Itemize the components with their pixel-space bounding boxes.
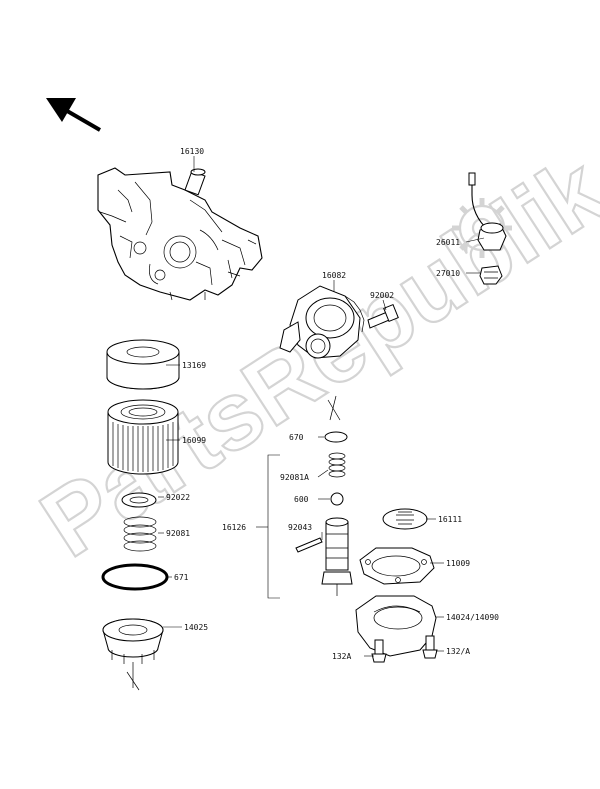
spring-92081: [123, 516, 157, 552]
label-11009: 11009: [446, 559, 470, 568]
label-1324: 132A: [332, 652, 351, 661]
label-16111: 16111: [438, 515, 462, 524]
label-600: 600: [294, 495, 309, 504]
relief-valve-group: [267, 452, 353, 599]
leader-lines: [158, 156, 485, 657]
label-16082: 16082: [322, 271, 346, 280]
bolt-132-a: [422, 635, 438, 659]
label-92002: 92002: [370, 291, 394, 300]
label-92081: 92081: [166, 529, 190, 538]
label-26011: 26011: [436, 238, 460, 247]
oil-pan-cover: [355, 595, 437, 657]
filter-cap: [106, 339, 180, 390]
oil-filter: [107, 399, 179, 475]
label-27010: 27010: [436, 269, 460, 278]
label-92043: 92043: [288, 523, 312, 532]
o-ring-671: [101, 563, 169, 591]
crankcase-drawing: [97, 167, 263, 301]
o-ring-670: [324, 395, 348, 443]
oil-pressure-switch: [468, 172, 507, 251]
label-16099: 16099: [182, 436, 206, 445]
label-92022: 92022: [166, 493, 190, 502]
pin-92043: [295, 537, 323, 553]
label-16126: 16126: [222, 523, 246, 532]
label-14024: 14024/14090: [446, 613, 499, 622]
label-670: 670: [289, 433, 304, 442]
plug-27010: [479, 265, 503, 285]
ball-600: [330, 492, 344, 506]
bolt-132a: [371, 639, 387, 663]
spring-92081a: [328, 452, 346, 478]
label-13169: 13169: [182, 361, 206, 370]
fitting-16130: [184, 168, 206, 196]
label-16130: 16130: [180, 147, 204, 156]
strainer-16111: [382, 508, 428, 530]
direction-arrow-icon: [46, 98, 102, 132]
bolt-92002: [367, 303, 399, 329]
oil-pump: [279, 285, 365, 359]
part-labels: 16130 26011 27010 16082 92002 13169 1609…: [166, 147, 499, 661]
gasket-11009: [359, 547, 435, 585]
filter-cover: [102, 618, 164, 691]
label-92081a: 92081A: [280, 473, 309, 482]
label-14025: 14025: [184, 623, 208, 632]
label-132a: 132/A: [446, 647, 470, 656]
label-671: 671: [174, 573, 189, 582]
valve-body: [321, 517, 353, 596]
washer-92022: [121, 492, 157, 508]
